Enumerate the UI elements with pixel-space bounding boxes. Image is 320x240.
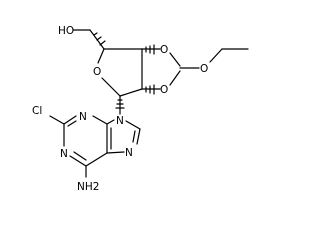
chemical-structure: HO O O O O N N N N Cl NH2 [32,25,249,193]
ethoxy-oxygen-label: O [200,63,208,75]
stereo-hash-layer [93,32,155,109]
bond-oet-ch2 [209,48,223,63]
hashed-wedge-c1prime [115,99,125,109]
bond-c4-n9 [106,119,115,125]
n9-label: N [116,115,124,127]
n3-label: N [79,111,87,123]
bond-c1prime-c2prime [119,88,143,97]
bond-layer [49,29,249,178]
hashed-wedge-c3prime [141,44,155,55]
bond-n3-c2-inner [67,120,77,127]
dioxolane-oxygen-2-label: O [160,84,168,96]
bond-o4prime-c1prime [101,77,121,97]
bond-c8-n7-outer [136,128,141,145]
bond-n3-c2-outer [63,115,77,125]
bond-n7-c5 [106,151,125,154]
atom-label-layer: HO O O O O N N N N Cl NH2 [32,25,208,193]
bond-c2-cl [49,115,65,125]
bond-c6-c5 [85,152,108,167]
amine-label: NH2 [77,181,99,193]
bond-c8-n7-inner [132,130,136,143]
bond-c4prime-o4prime [97,48,105,64]
bond-n1-c6-outer [69,155,87,167]
bond-n9-c8 [125,120,141,130]
bond-o1-acetal [169,52,181,67]
hydroxyl-label: HO [58,25,74,37]
bond-o2-acetal [169,70,181,86]
ring-oxygen-label: O [93,66,101,78]
n1-label: N [60,148,68,160]
dioxolane-oxygen-1-label: O [160,44,168,56]
chlorine-label: Cl [32,105,42,117]
hashed-wedge-c4prime [93,32,106,46]
bond-c4-n3 [92,115,108,125]
n7-label: N [125,147,133,159]
bond-n1-c6-inner [73,151,87,161]
hashed-wedge-c2prime [145,84,155,95]
